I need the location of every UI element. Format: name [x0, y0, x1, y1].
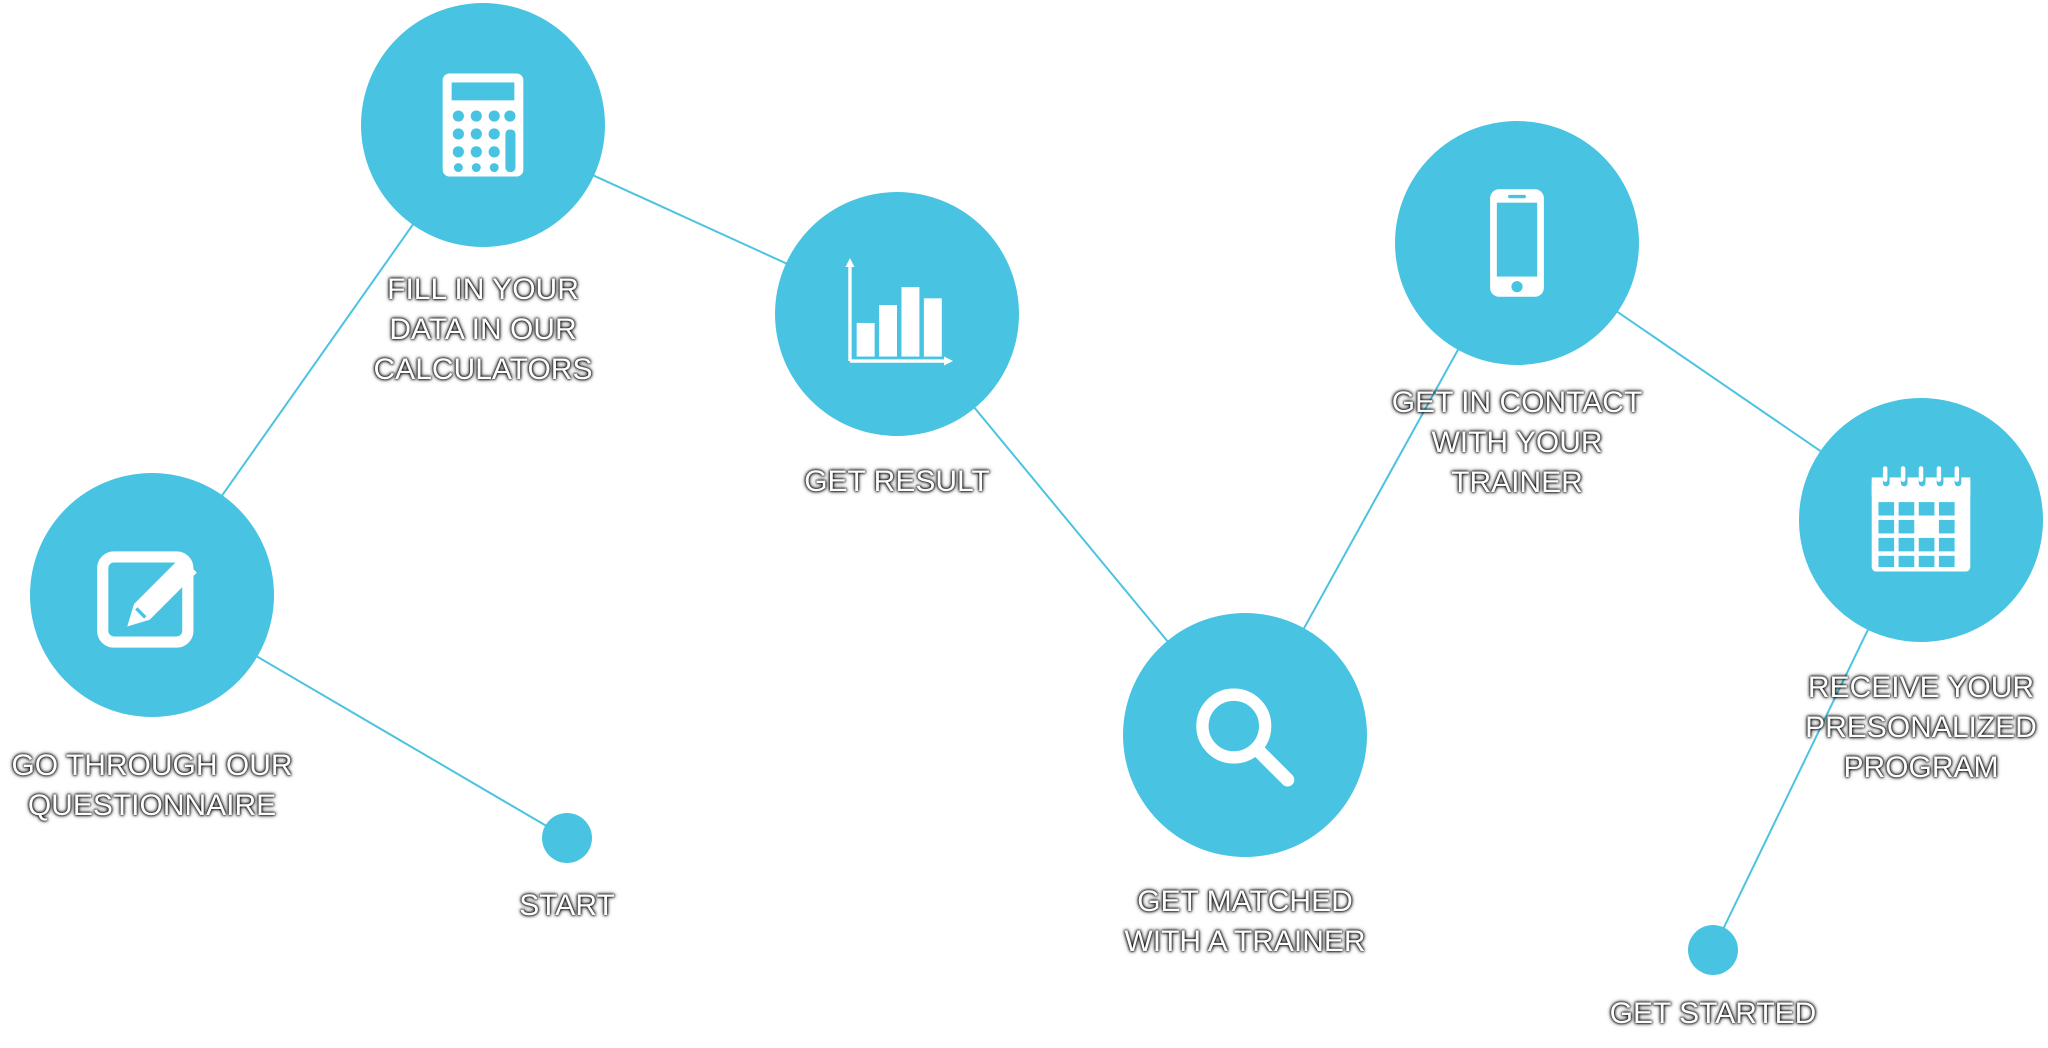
label-line: PRESONALIZED [1805, 711, 2037, 744]
step-node-get-started[interactable] [1688, 925, 1738, 975]
label-line: TRAINER [1451, 466, 1583, 499]
label-line: WITH A TRAINER [1124, 925, 1366, 958]
label-line: START [519, 889, 615, 922]
label-line: QUESTIONNAIRE [27, 789, 277, 822]
label-line: PROGRAM [1843, 751, 1999, 784]
label-line: FILL IN YOUR [387, 273, 579, 306]
search-icon [1196, 688, 1295, 787]
calendar-icon [1871, 466, 1971, 572]
step-node-program [1799, 398, 2043, 642]
label-line: DATA IN OUR [389, 313, 577, 346]
step-label-questionnaire: GO THROUGH OUR QUESTIONNAIRE [0, 746, 322, 826]
phone-icon [1490, 189, 1544, 297]
step-label-result: GET RESULT [727, 462, 1067, 502]
step-node-result [775, 192, 1019, 436]
step-node-questionnaire [30, 473, 274, 717]
label-line: RECEIVE YOUR [1807, 671, 2035, 704]
bar-chart-icon [845, 258, 953, 366]
label-line: WITH YOUR [1431, 426, 1603, 459]
get-started-link[interactable]: GET STARTED [1543, 994, 1883, 1034]
step-node-start [542, 813, 592, 863]
step-label-contact: GET IN CONTACT WITH YOUR TRAINER [1347, 383, 1687, 503]
label-line: GO THROUGH OUR [11, 749, 293, 782]
step-label-program: RECEIVE YOUR PRESONALIZED PROGRAM [1751, 668, 2048, 788]
step-label-calculators: FILL IN YOUR DATA IN OUR CALCULATORS [313, 270, 653, 390]
step-node-calculators [361, 3, 605, 247]
label-line: GET RESULT [804, 465, 990, 498]
calculator-icon [442, 73, 524, 177]
label-line: GET STARTED [1609, 997, 1817, 1030]
step-label-matched: GET MATCHED WITH A TRAINER [1075, 882, 1415, 962]
step-node-matched [1123, 613, 1367, 857]
step-node-contact [1395, 121, 1639, 365]
edit-icon [97, 551, 197, 648]
label-line: CALCULATORS [373, 353, 593, 386]
label-line: GET IN CONTACT [1391, 386, 1643, 419]
label-line: GET MATCHED [1137, 885, 1353, 918]
step-label-start: START [397, 886, 737, 926]
